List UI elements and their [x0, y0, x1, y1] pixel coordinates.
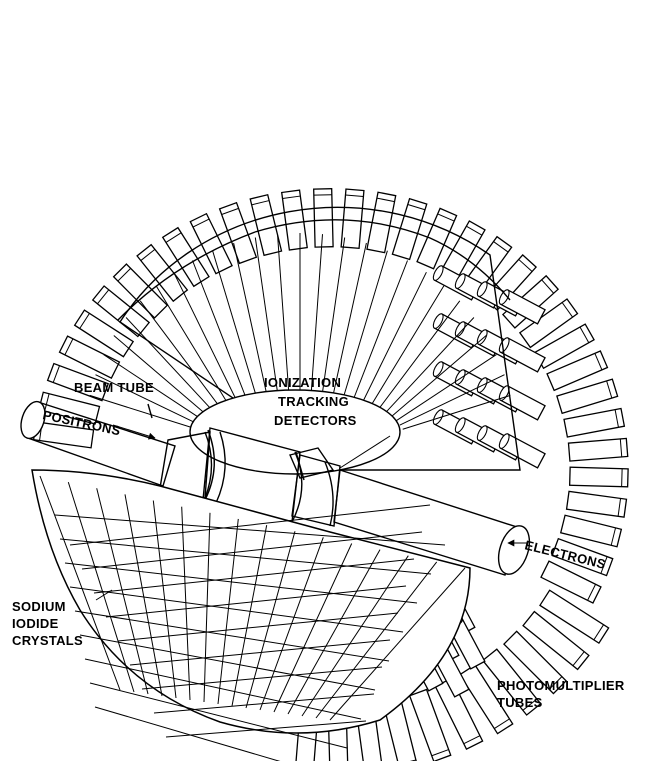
photomultiplier-tube — [250, 195, 281, 256]
photomultiplier-label-line2: TUBES — [497, 695, 543, 710]
sodium-label-line1: SODIUM — [12, 599, 66, 614]
photomultiplier-label-line1: PHOTOMULTIPLIER — [497, 678, 625, 693]
photomultiplier-tube — [497, 384, 545, 419]
photomultiplier-tube — [314, 189, 333, 247]
photomultiplier-tube — [567, 491, 627, 517]
photomultiplier-tube — [564, 408, 624, 437]
ionization-label-line2: TRACKING — [278, 394, 349, 409]
sodium-label-line2: IODIDE — [12, 616, 59, 631]
photomultiplier-tube — [568, 438, 627, 461]
photomultiplier-tube — [282, 190, 308, 250]
sodium-label-line3: CRYSTALS — [12, 633, 83, 648]
ionization-label-line1: IONIZATION — [264, 375, 341, 390]
ionization-label-line3: DETECTORS — [274, 413, 357, 428]
beam-tube-label: BEAM TUBE — [74, 380, 154, 395]
photomultiplier-tube — [497, 432, 545, 467]
photomultiplier-tube — [561, 515, 622, 546]
photomultiplier-tube — [570, 467, 628, 487]
